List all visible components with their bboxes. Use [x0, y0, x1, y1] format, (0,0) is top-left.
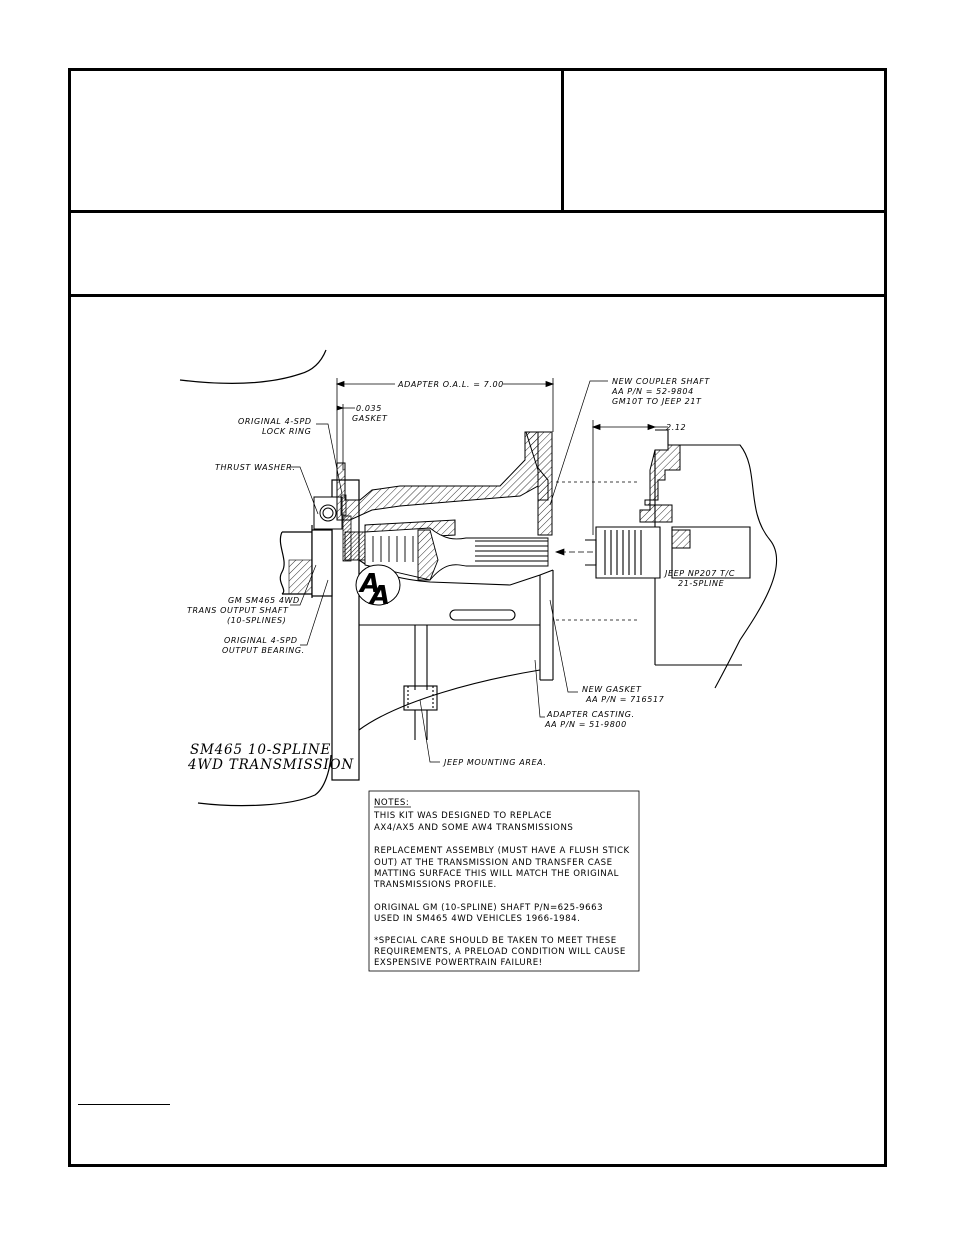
- notes-line: *SPECIAL CARE SHOULD BE TAKEN TO MEET TH…: [374, 936, 617, 946]
- notes-lines: THIS KIT WAS DESIGNED TO REPLACE AX4/AX5…: [373, 811, 630, 968]
- dimension-212: [591, 420, 668, 535]
- notes-line: THIS KIT WAS DESIGNED TO REPLACE: [373, 811, 552, 821]
- label-transmission-2: 4WD TRANSMISSION: [187, 757, 354, 773]
- label-output-bearing-2: OUTPUT BEARING.: [222, 646, 305, 655]
- label-new-coupler-2: AA P/N = 52-9804: [611, 387, 694, 396]
- adapter-lower-body: [358, 559, 554, 740]
- notes-line: REPLACEMENT ASSEMBLY (MUST HAVE A FLUSH …: [374, 846, 630, 856]
- notes-line: EXSPENSIVE POWERTRAIN FAILURE!: [374, 958, 543, 968]
- transfer-case-seal: [671, 529, 691, 549]
- notes-box: [368, 790, 640, 972]
- title-divider-horizontal: [70, 294, 885, 297]
- label-new-gasket-1: NEW GASKET: [582, 685, 642, 694]
- label-output-shaft-1: GM SM465 4WD: [228, 596, 300, 605]
- label-new-gasket-2: AA P/N = 716517: [585, 695, 665, 704]
- label-lock-ring-2: LOCK RING: [262, 427, 311, 436]
- notes-line: OUT) AT THE TRANSMISSION AND TRANSFER CA…: [374, 858, 613, 868]
- label-output-shaft-3: (10-SPLINES): [227, 616, 286, 625]
- label-thrust-washer: THRUST WASHER.: [215, 463, 295, 472]
- label-new-coupler-3: GM10T TO JEEP 21T: [612, 397, 702, 406]
- dimension-212-text: 2.12: [666, 423, 686, 432]
- notes-line: USED IN SM465 4WD VEHICLES 1966-1984.: [374, 914, 580, 924]
- dimension-gasket-value: 0.035: [356, 404, 382, 413]
- label-transmission-1: SM465 10-SPLINE: [190, 742, 331, 758]
- transmission-output-wall: [288, 559, 313, 595]
- transfer-case-housing: [639, 444, 681, 523]
- notes-line: AX4/AX5 AND SOME AW4 TRANSMISSIONS: [374, 823, 573, 833]
- label-new-coupler-1: NEW COUPLER SHAFT: [612, 377, 710, 386]
- dimension-gasket-label: GASKET: [352, 414, 388, 423]
- label-jeep-tc-2: 21-SPLINE: [678, 579, 725, 588]
- notes-line: ORIGINAL GM (10-SPLINE) SHAFT P/N=625-96…: [374, 903, 603, 913]
- notes-title: NOTES:: [374, 798, 409, 808]
- signature-underline: [78, 1104, 170, 1105]
- logo-letter-1: A: [358, 569, 380, 599]
- assembly-arrow: [555, 481, 640, 621]
- adapter-casting: [336, 431, 553, 541]
- notes-line: REQUIREMENTS, A PRELOAD CONDITION WILL C…: [374, 947, 626, 957]
- label-output-shaft-2: TRANS OUTPUT SHAFT: [187, 606, 289, 615]
- label-lock-ring-1: ORIGINAL 4-SPD: [238, 417, 312, 426]
- notes-line: TRANSMISSIONS PROFILE.: [373, 880, 497, 890]
- label-output-bearing-1: ORIGINAL 4-SPD: [224, 636, 298, 645]
- dimension-adapter-oal: [335, 378, 555, 470]
- logo-letter-2: A: [368, 581, 390, 611]
- aa-logo: A A: [355, 564, 401, 611]
- dimension-gasket: [336, 404, 355, 470]
- label-jeep-mounting: JEEP MOUNTING AREA.: [442, 758, 547, 767]
- dimension-adapter-oal-text: ADAPTER O.A.L. = 7.00: [397, 380, 504, 389]
- label-jeep-tc-1: JEEP NP207 T/C: [663, 569, 735, 578]
- notes-line: MATTING SURFACE THIS WILL MATCH THE ORIG…: [374, 869, 619, 879]
- coupler-shaft: [344, 527, 549, 581]
- leader-lines: [290, 380, 608, 763]
- label-adapter-casting-1: ADAPTER CASTING.: [546, 710, 635, 719]
- header-divider-horizontal: [70, 210, 885, 213]
- transfer-case: [585, 429, 778, 689]
- header-divider-vertical: [561, 70, 564, 212]
- document-frame: [68, 68, 887, 1167]
- label-adapter-casting-2: AA P/N = 51-9800: [544, 720, 627, 729]
